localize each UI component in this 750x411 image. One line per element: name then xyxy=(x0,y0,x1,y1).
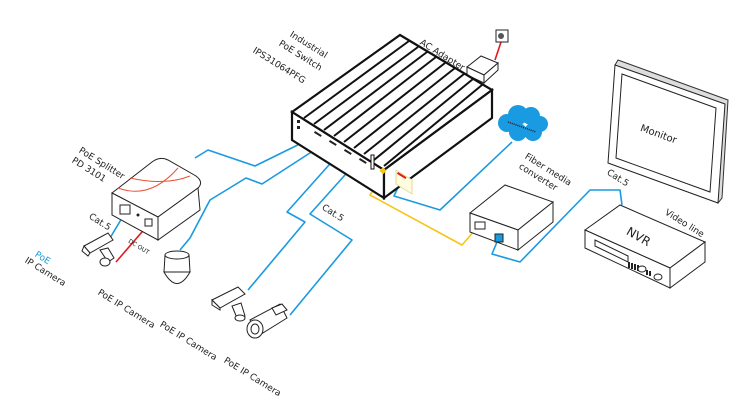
cable-switch-to-dome xyxy=(179,139,331,251)
cable-switch-to-box-camera xyxy=(247,146,346,291)
outlet-icon xyxy=(495,29,509,43)
nvr-icon xyxy=(583,204,706,289)
box-camera-icon xyxy=(211,286,246,322)
switch-icon xyxy=(290,33,494,201)
splitter-icon xyxy=(111,157,202,241)
media-converter-icon xyxy=(468,184,555,252)
bullet-camera-icon xyxy=(81,232,115,267)
cable-switch-to-splitter xyxy=(194,134,319,167)
power-adapter-icon xyxy=(466,55,499,85)
cable-converter-to-nvr xyxy=(491,189,623,263)
monitor-icon xyxy=(607,59,729,204)
power-cable-outlet xyxy=(494,41,502,61)
cloud-icon xyxy=(498,105,548,141)
dome-camera-icon xyxy=(163,250,191,284)
bullet-camera-icon xyxy=(246,303,288,339)
cable-switch-to-bullet-camera xyxy=(289,155,363,316)
